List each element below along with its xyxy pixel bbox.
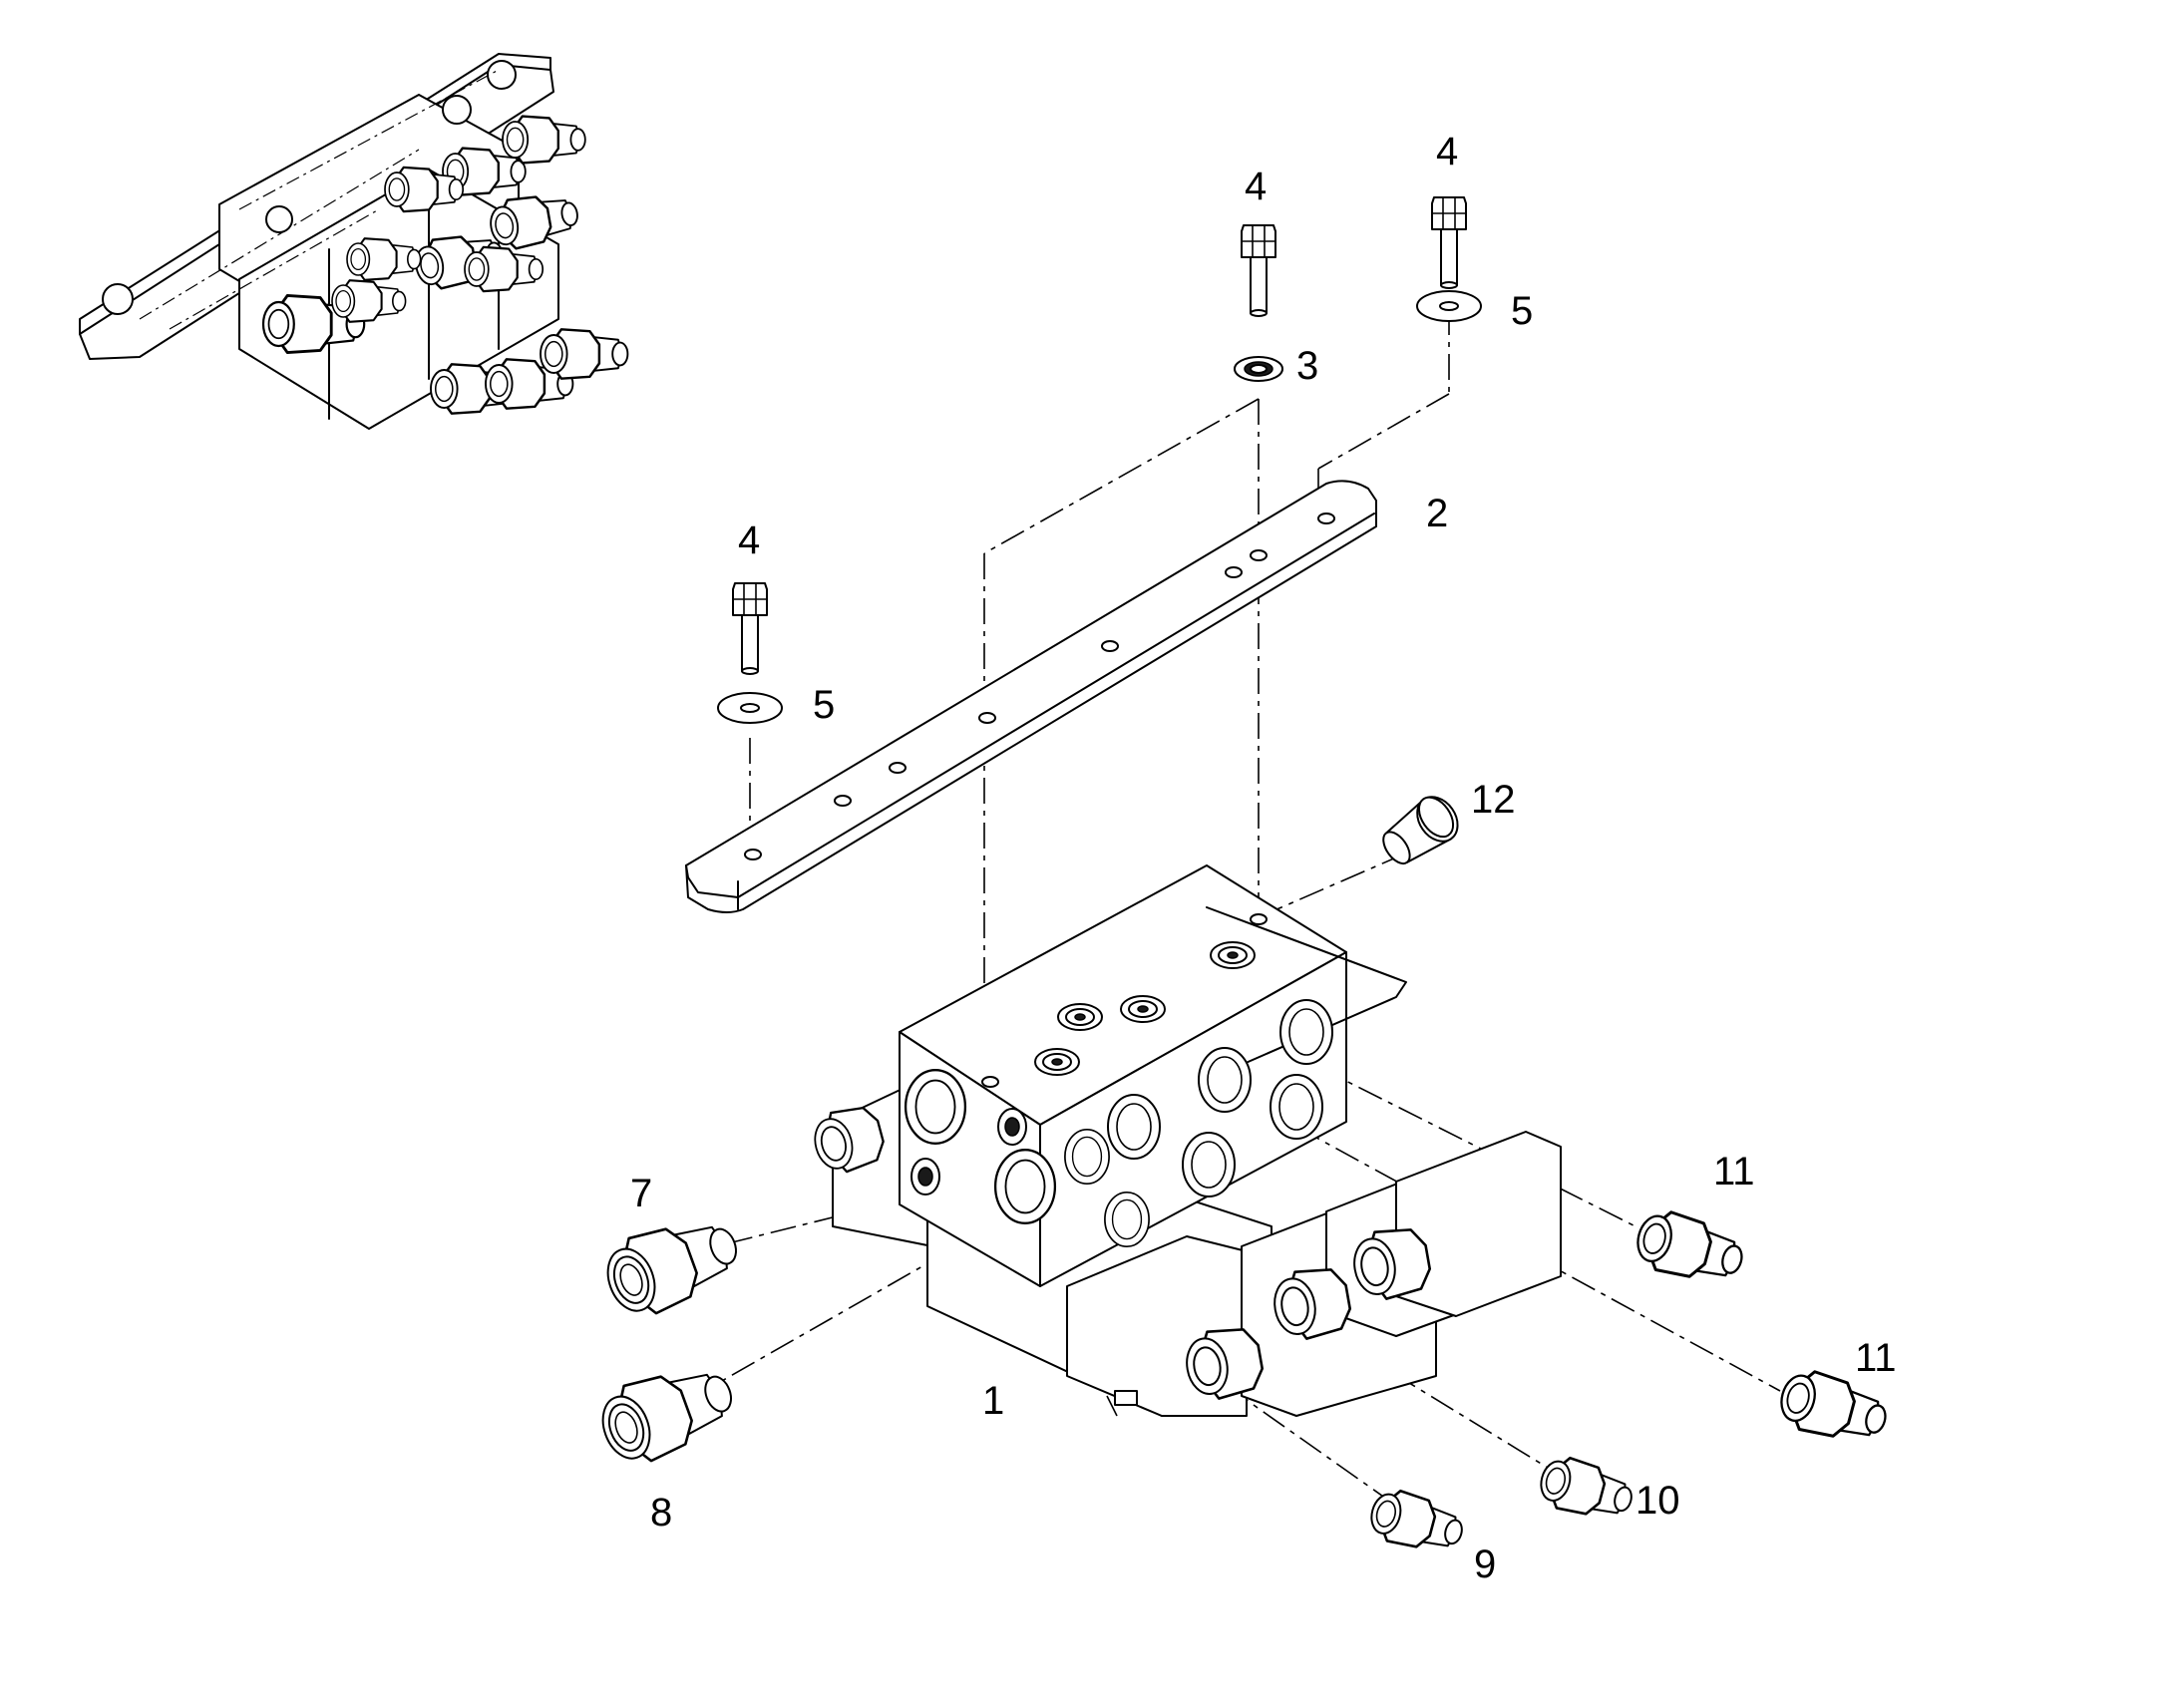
callout-7: 7 <box>630 1172 652 1215</box>
callout-8: 8 <box>650 1491 672 1535</box>
callout-4b: 4 <box>1436 130 1458 173</box>
callout-1: 1 <box>982 1379 1004 1423</box>
callout-11b: 11 <box>1855 1336 1897 1380</box>
bolts-and-washers <box>717 196 1482 724</box>
callout-4a: 4 <box>1245 165 1267 208</box>
plug-12 <box>1417 796 1455 839</box>
callout-11a: 11 <box>1713 1150 1755 1194</box>
callouts: 1 2 3 4 4 4 5 5 7 8 9 10 11 11 12 <box>630 130 1897 1586</box>
inset-overview <box>79 53 629 430</box>
callout-2: 2 <box>1426 492 1448 535</box>
callout-12: 12 <box>1471 778 1516 822</box>
callout-10: 10 <box>1635 1479 1680 1523</box>
callout-3: 3 <box>1296 344 1318 388</box>
callout-9: 9 <box>1474 1542 1496 1586</box>
callout-5a: 5 <box>1511 289 1533 333</box>
mounting-bar <box>685 480 1377 913</box>
callout-5b: 5 <box>813 683 835 727</box>
callout-4c: 4 <box>738 518 760 562</box>
manifold-block <box>899 864 1407 1287</box>
